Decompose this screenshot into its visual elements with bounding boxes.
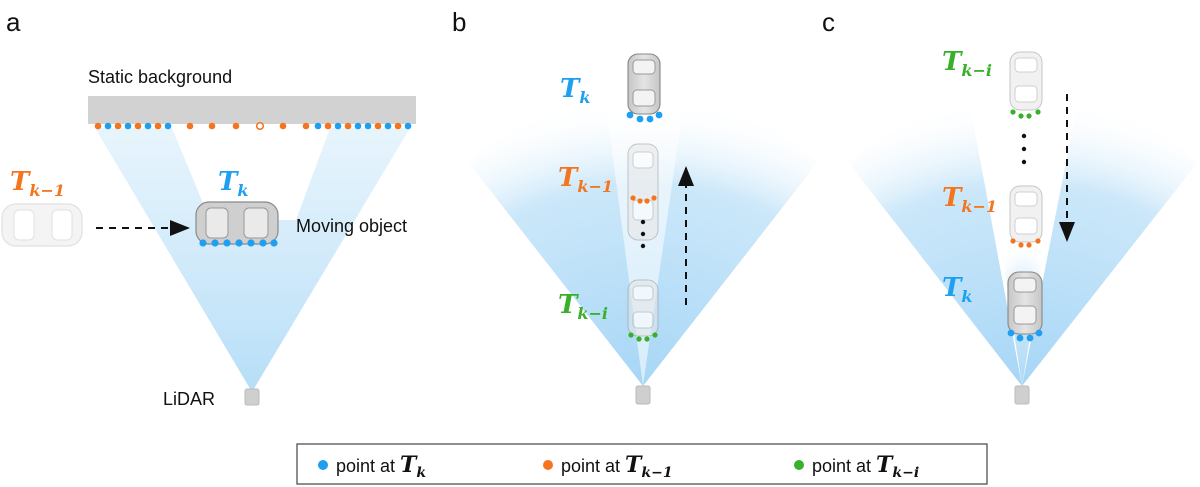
legend-item-tki: point at Tk−i <box>794 452 919 481</box>
point-orange <box>279 122 287 130</box>
ellipsis-c <box>1021 133 1027 165</box>
legend-item-tk: point at Tk <box>318 452 426 481</box>
point-orange <box>186 122 194 130</box>
car-tki-b <box>627 279 659 337</box>
time-label-tk-b: Tk <box>560 74 590 107</box>
svg-text:point at Tk: point at Tk <box>336 452 426 481</box>
svg-text:point at Tk−i: point at Tk−i <box>812 452 919 481</box>
point-orange <box>114 122 122 130</box>
ellipsis-b <box>640 219 646 249</box>
panel-c: c Tk−i <box>822 7 1198 405</box>
time-label-tki-b: Tk−i <box>558 290 608 323</box>
point-orange <box>134 122 142 130</box>
point-orange-hollow <box>255 121 265 131</box>
panel-a-label: a <box>6 7 21 37</box>
point-orange <box>394 122 402 130</box>
car-points-tk1-b <box>630 195 657 204</box>
point-blue <box>354 122 362 130</box>
lidar-label: LiDAR <box>163 389 215 409</box>
panel-b-label: b <box>452 7 466 37</box>
car-tk-c <box>1007 271 1043 335</box>
static-background-wall <box>88 96 416 124</box>
panel-b: b Tk Tk−1 <box>452 7 818 405</box>
car-tki-c <box>1009 51 1043 111</box>
point-blue <box>104 122 112 130</box>
time-label-tk1-c: Tk−1 <box>942 183 997 216</box>
car-points-a <box>199 239 278 247</box>
car-tk1-c <box>1009 185 1043 243</box>
car-points-tk1-c <box>1010 238 1041 248</box>
time-label-tk-c: Tk <box>942 273 972 306</box>
point-orange <box>232 122 240 130</box>
point-blue <box>334 122 342 130</box>
point-orange <box>344 122 352 130</box>
point-blue <box>364 122 372 130</box>
moving-object-label: Moving object <box>296 216 407 236</box>
point-orange <box>324 122 332 130</box>
legend-dot-blue <box>318 460 328 470</box>
car-points-tk-c <box>1007 329 1043 342</box>
car-tk-b <box>627 53 661 115</box>
legend-item-tk1: point at Tk−1 <box>543 452 673 481</box>
lidar-sensor-c <box>1014 385 1030 405</box>
point-blue <box>314 122 322 130</box>
legend: point at Tk point at Tk−1 point at Tk−i <box>296 443 988 485</box>
point-orange <box>154 122 162 130</box>
svg-text:point at Tk−1: point at Tk−1 <box>561 452 673 481</box>
time-label-prev-a: Tk−1 <box>10 167 65 200</box>
wall-points <box>94 121 412 131</box>
lidar-beam-a <box>95 128 410 392</box>
point-blue <box>144 122 152 130</box>
car-curr-a <box>195 201 279 245</box>
point-orange <box>94 122 102 130</box>
time-label-curr-a: Tk <box>218 167 248 200</box>
point-blue <box>164 122 172 130</box>
panel-c-label: c <box>822 7 835 37</box>
car-tk1-b <box>627 143 659 241</box>
lidar-sensor-b <box>635 385 651 405</box>
car-points-tki-b <box>628 332 658 342</box>
point-blue <box>124 122 132 130</box>
static-background-label: Static background <box>88 67 232 87</box>
car-points-tki-c <box>1010 109 1041 119</box>
time-label-tk1-b: Tk−1 <box>558 163 613 196</box>
legend-dot-orange <box>543 460 553 470</box>
legend-dot-green <box>794 460 804 470</box>
car-prev-a <box>1 203 83 247</box>
point-blue <box>384 122 392 130</box>
time-label-tki-c: Tk−i <box>942 47 992 80</box>
panel-a: a Static background <box>1 7 416 409</box>
point-blue <box>404 122 412 130</box>
point-orange <box>374 122 382 130</box>
point-orange <box>302 122 310 130</box>
car-points-tk-b <box>626 111 663 123</box>
lidar-sensor-a <box>244 388 260 406</box>
point-orange <box>208 122 216 130</box>
